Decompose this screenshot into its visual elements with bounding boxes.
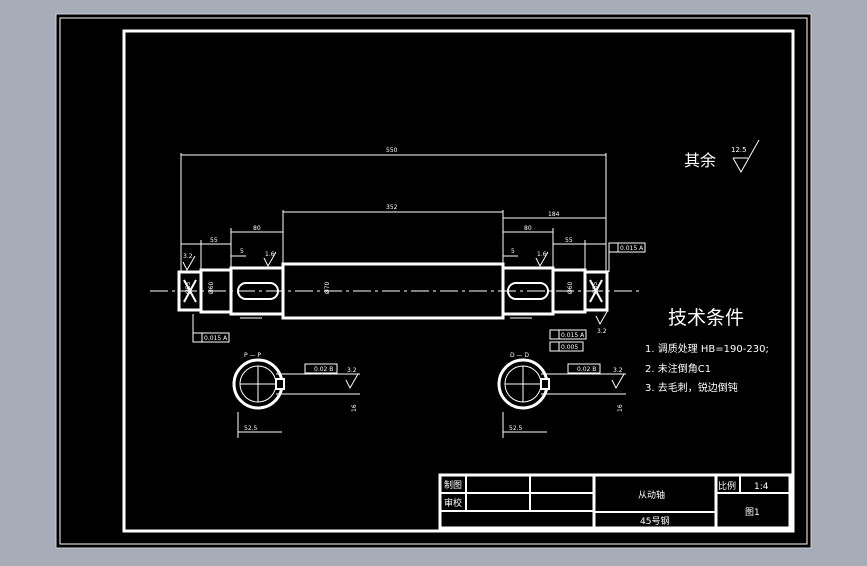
shaft-main-view [150,262,640,320]
gdt-right-top [608,242,646,253]
dim-overall-length: 550 [386,147,398,154]
section-right-width: 16 [617,404,624,412]
roughness-others-label: 其余 [684,151,716,170]
title-scale-label: 比例 [718,480,736,492]
gdt-right-bottom-1 [549,329,587,340]
dim-left-dia-bearing: Ø60 [208,281,215,294]
dim-left-section: 80 [253,225,261,232]
dim-right-keyway-section: 80 [524,225,532,232]
keyway-right [507,282,549,300]
tech-requirements: 技术条件 1. 调质处理 HB=190-230; 2. 未注倒角C1 3. 去毛… [645,307,769,394]
dim-right-dia-end: Ø55 [592,281,599,294]
section-right-gdt: 0.02 B [577,366,596,373]
dim-right-end: 55 [565,237,573,244]
drawing-sheet [55,13,812,549]
drawing-frame [122,29,795,533]
dim-right-section: 184 [548,211,560,218]
dim-left-small: 5 [240,248,244,255]
dim-mid-dia: Ø70 [324,281,331,294]
tech-item-2: 2. 未注倒角C1 [645,362,711,375]
gdt-right-bottom-2 [549,341,584,352]
roughness-right-end: 3.2 [597,328,607,335]
section-right-label: D — D [510,352,529,359]
gdt-right-top-value: 0.015 A [620,245,644,252]
title-material: 45号钢 [640,515,669,527]
section-left-gdt: 0.02 B [314,366,333,373]
gdt-right-bottom-2-value: 0.005 [561,344,578,351]
tech-item-1: 1. 调质处理 HB=190-230; [645,343,769,355]
title-checked-label: 审校 [444,497,462,509]
roughness-symbols: 3.2 3.2 1.6 1.6 [182,251,609,335]
title-drawing-label: 图1 [745,507,760,518]
section-right-depth: 52.5 [509,425,523,432]
tolerance-frames: 0.015 A 0.015 A 0.015 A 0.005 [192,242,646,352]
section-left-depth: 52.5 [244,425,258,432]
dim-middle-length: 352 [386,204,398,211]
keyway-left [237,282,279,300]
section-view-left: P — P 0.02 B 3.2 16 52.5 [232,352,360,438]
dim-left-end: 55 [210,237,218,244]
roughness-keyway-right: 1.6 [537,251,547,258]
tech-item-3: 3. 去毛刺，锐边倒钝 [645,381,738,394]
dim-right-dia-bearing: Ø60 [567,281,574,294]
roughness-others-value: 12.5 [731,146,747,154]
gdt-left-bottom-value: 0.015 A [204,335,228,342]
roughness-others: 其余 12.5 [684,139,760,174]
gdt-left-bottom [192,332,230,343]
section-left-roughness: 3.2 [347,367,357,374]
dim-left-dia-end: Ø55 [185,281,192,294]
gdt-right-bottom-1-value: 0.015 A [561,332,585,339]
title-scale-value: 1:4 [754,482,769,492]
title-drawn-label: 制图 [444,479,462,491]
shaft-right-end [583,270,609,312]
roughness-keyway-left: 1.6 [265,251,275,258]
section-left-label: P — P [244,352,261,359]
section-view-right: D — D 0.02 B 3.2 16 52.5 [497,352,626,438]
section-left-width: 16 [351,404,358,412]
sheet-border [59,17,808,545]
roughness-left-end: 3.2 [183,253,193,260]
dimensions: 550 352 184 80 80 55 55 5 5 Ø55 Ø60 Ø70 … [180,147,607,294]
tech-heading: 技术条件 [668,307,744,329]
title-part-name: 从动轴 [638,489,665,501]
dim-right-small: 5 [511,248,515,255]
section-right-roughness: 3.2 [613,367,623,374]
title-block: 制图 审校 从动轴 45号钢 比例 1:4 图1 [438,473,792,530]
